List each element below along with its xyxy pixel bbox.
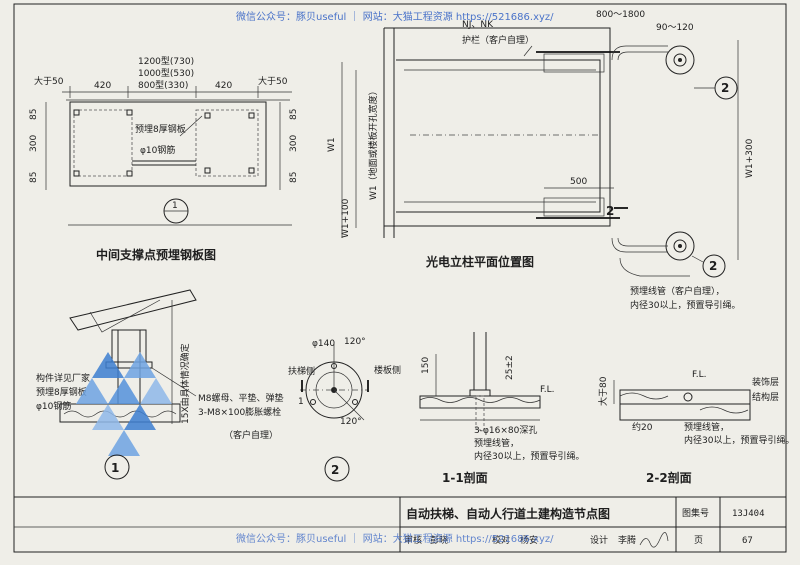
dim-25: 25±2 <box>505 355 515 380</box>
nj-nk-label: NJ、NK <box>462 20 494 30</box>
decor-layer: 装饰层 <box>752 376 779 388</box>
dim-w1-100: W1+100 <box>341 198 351 238</box>
review-label: 审核 <box>404 534 422 546</box>
parts-note: 构件详见厂家 <box>36 372 90 384</box>
dim-85-top: 85 <box>29 109 39 120</box>
section-11-title: 1-1剖面 <box>442 470 488 485</box>
dim-150: 150 <box>421 357 431 374</box>
dim-800-1800: 800～1800 <box>596 10 645 20</box>
plate-size-1200: 1200型(730) <box>138 56 194 67</box>
conduit-note: 内径30以上，预置导引绳。 <box>630 299 740 311</box>
dim-420-left: 420 <box>94 81 111 91</box>
dim-20: 约20 <box>632 421 653 433</box>
plan-view: NJ、NK 800～1800 90～120 护栏（客户自理） 500 2 <box>327 10 755 311</box>
angle-120-bottom: 120° <box>340 417 362 427</box>
column-top-circle <box>665 45 695 75</box>
check-label: 校对 <box>492 534 510 546</box>
reviewer-name: 彭晓 <box>430 534 448 546</box>
plate-note: 预埋8厚钢板 <box>36 386 87 398</box>
hole-label: 3-φ16×80深孔 <box>474 425 537 436</box>
logo-icon <box>76 352 172 456</box>
sheet-frame <box>13 3 787 553</box>
designer-name: 李腾 <box>618 534 636 546</box>
section-2-2: 大于80 F.L. 装饰层 结构层 约20 预埋线管， 内径30以上，预置导引绳… <box>597 370 794 485</box>
dim-w1: W1 <box>327 137 337 152</box>
design-label: 设计 <box>590 534 608 546</box>
fasteners-3: （客户自理） <box>224 429 278 441</box>
plan-view-title: 光电立柱平面位置图 <box>425 254 534 269</box>
floor-side: 楼板侧 <box>374 364 401 376</box>
dim-85-bottom-right: 85 <box>289 172 299 183</box>
height-note: 15X由具体情况确定 <box>179 343 191 424</box>
fl-label-22: F.L. <box>692 370 706 380</box>
dim-gt50-right: 大于50 <box>258 75 288 87</box>
page-label: 页 <box>694 535 703 546</box>
checker-name: 杨安 <box>520 534 538 546</box>
cut-mark-2: 2 <box>606 204 614 218</box>
detail-1-number: 1 <box>111 461 119 475</box>
rebar-label: φ10钢筋 <box>140 144 175 156</box>
plate-size-800: 800型(330) <box>138 80 188 91</box>
fl-label-11: F.L. <box>540 385 554 395</box>
sec-mark-left: 1 <box>298 397 304 407</box>
section-1-1: 150 25±2 F.L. 3-φ16×80深孔 预埋线管， 内径30以上，预置… <box>419 332 584 485</box>
drawing-title: 自动扶梯、自动人行道土建构造节点图 <box>406 506 610 521</box>
conduit-11: 预埋线管， <box>474 437 519 449</box>
watermark-bottom: 微信公众号：豚贝useful ｜ 网站：大猫工程资源 https://52168… <box>236 532 554 545</box>
dim-85-top-right: 85 <box>289 109 299 120</box>
detail-1: 构件详见厂家 预埋8厚钢板 φ10钢筋 15X由具体情况确定 M8螺母、平垫、弹… <box>36 289 284 480</box>
plate-view-title: 中间支撑点预埋钢板图 <box>96 247 216 262</box>
dim-500: 500 <box>570 177 587 187</box>
title-block: 自动扶梯、自动人行道土建构造节点图 图集号 13J404 审核 彭晓 校对 杨安… <box>14 497 786 552</box>
dia-140: φ140 <box>312 339 335 349</box>
dim-gt50-left: 大于50 <box>34 75 64 87</box>
detail-mark-bottom <box>702 254 726 278</box>
detail-mark-bottom-number: 2 <box>709 259 717 273</box>
atlas-number: 13J404 <box>732 509 765 519</box>
dim-300-right: 300 <box>289 135 299 152</box>
detail-2-mark <box>324 456 350 482</box>
rebar-note: φ10钢筋 <box>36 400 71 412</box>
signature-mark <box>639 532 669 548</box>
dim-w1-300: W1+300 <box>745 138 755 178</box>
dim-420-right: 420 <box>215 81 232 91</box>
fasteners-2: 3-M8×100膨胀螺栓 <box>198 406 281 418</box>
plate-label: 预埋8厚钢板 <box>135 123 186 135</box>
dim-85-bottom: 85 <box>29 172 39 183</box>
struct-layer: 结构层 <box>752 391 779 403</box>
escalator-side: 扶梯侧 <box>288 365 315 377</box>
section-mark-number: 1 <box>172 201 178 211</box>
gt80-label: 大于80 <box>597 376 609 406</box>
detail-2: φ140 120° 120° 扶梯侧 楼板侧 1 2 <box>288 337 401 482</box>
dim-w1-opening: W1（地面或楼板开孔宽度） <box>367 86 379 200</box>
detail-2-number: 2 <box>331 463 339 477</box>
dim-90-120: 90～120 <box>656 23 694 33</box>
page-number: 67 <box>742 536 753 546</box>
conduit-note-11: 内径30以上，预置导引绳。 <box>474 450 584 462</box>
fasteners-1: M8螺母、平垫、弹垫 <box>198 392 284 404</box>
plate-size-1000: 1000型(530) <box>138 68 194 79</box>
angle-120-top: 120° <box>344 337 366 347</box>
conduit-note-22: 内径30以上，预置导引绳。 <box>684 434 794 446</box>
dim-300: 300 <box>29 135 39 152</box>
watermark-top: 微信公众号：豚贝useful ｜ 网站：大猫工程资源 https://52168… <box>236 10 554 23</box>
detail-mark-top-number: 2 <box>721 81 729 95</box>
detail-1-mark <box>104 454 130 480</box>
section-22-title: 2-2剖面 <box>646 470 692 485</box>
plate-view: 1200型(730) 1000型(530) 800型(330) 大于50 大于5… <box>29 56 299 262</box>
conduit-22: 预埋线管， <box>684 421 729 433</box>
atlas-label: 图集号 <box>682 507 709 519</box>
railing-label: 护栏（客户自理） <box>462 34 534 46</box>
conduit-label: 预埋线管（客户自理）， <box>630 285 725 297</box>
